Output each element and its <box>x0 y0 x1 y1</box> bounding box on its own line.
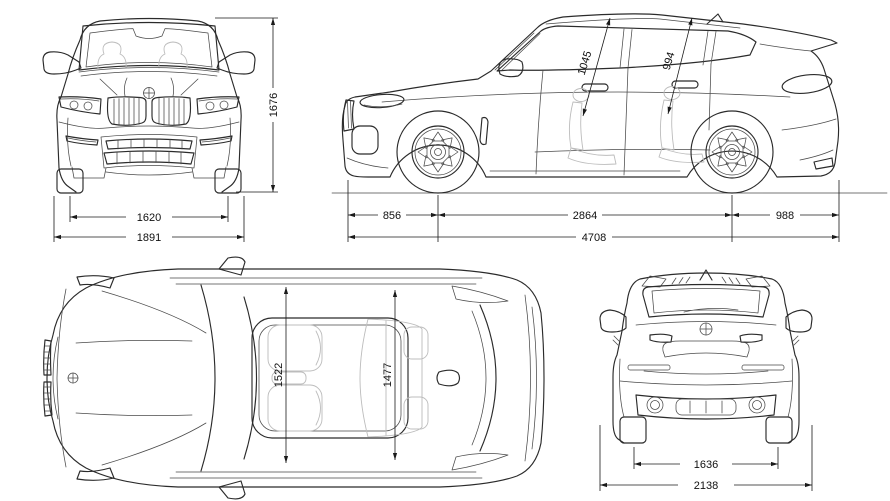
dim-front-headroom-label: 1045 <box>576 50 595 77</box>
dim-overall-width-label: 1891 <box>137 232 161 244</box>
front-car-body <box>42 17 256 194</box>
mirror-top <box>218 256 246 276</box>
side-car-body <box>331 13 888 194</box>
dim-overall-height-label: 1676 <box>268 93 280 117</box>
rear-left-tire <box>619 416 647 444</box>
mirror-left <box>42 51 82 75</box>
antenna-fin <box>436 369 461 387</box>
dim-wheelbase-label: 2864 <box>573 210 597 222</box>
bmw-roundel-icon <box>67 372 79 384</box>
mirror-right <box>785 309 813 333</box>
side-view-drawing: 1045 994 856 2864 988 4708 <box>331 13 888 244</box>
top-dimensions: 1522 1477 <box>273 287 398 463</box>
dim-front-track-label: 1620 <box>137 212 161 224</box>
antenna-fin <box>706 13 724 25</box>
dim-rear-overhang-label: 988 <box>776 210 794 222</box>
bmw-roundel-icon <box>143 87 155 99</box>
mirror-bottom <box>218 480 246 500</box>
rear-car-body <box>599 269 813 444</box>
top-grille <box>43 339 53 417</box>
dim-overall-length-label: 4708 <box>582 232 606 244</box>
dim-rear-headroom-label: 994 <box>661 51 678 72</box>
rear-wheel <box>690 110 774 194</box>
dim-front-overhang-label: 856 <box>383 210 401 222</box>
front-dimensions: 1620 1891 1676 <box>53 17 280 244</box>
interior-seats <box>267 318 429 438</box>
top-car-body <box>43 256 545 500</box>
front-wheel <box>396 110 480 194</box>
taillight <box>781 73 833 95</box>
side-headlight <box>359 93 405 109</box>
kidney-grille <box>106 96 192 126</box>
dim-rear-interior-width-label: 1477 <box>382 363 394 387</box>
dim-front-interior-width-label: 1522 <box>273 363 285 387</box>
rear-dimensions: 1636 2138 <box>599 425 813 492</box>
headlight-right <box>196 96 240 115</box>
dim-rear-track-label: 1636 <box>694 459 718 471</box>
front-right-tire <box>214 168 242 194</box>
front-left-tire <box>56 168 84 194</box>
rear-view-drawing: 1636 2138 <box>599 269 813 492</box>
top-view-drawing: 1522 1477 <box>43 256 545 500</box>
mirror-right <box>216 51 256 75</box>
front-view-drawing: 1620 1891 1676 <box>42 17 280 244</box>
rear-right-tire <box>765 416 793 444</box>
taillight-right <box>739 333 763 343</box>
interior-seats <box>567 86 705 165</box>
side-mirror <box>498 58 524 78</box>
bmw-roundel-icon <box>699 322 713 336</box>
headlight-left <box>58 96 102 115</box>
side-dimensions: 856 2864 988 4708 <box>347 180 840 244</box>
taillight-left <box>649 333 673 343</box>
dim-width-incl-mirrors-label: 2138 <box>694 480 718 492</box>
antenna-fin <box>699 269 713 281</box>
mirror-left <box>599 309 627 333</box>
front-seat-headrests <box>97 41 188 69</box>
